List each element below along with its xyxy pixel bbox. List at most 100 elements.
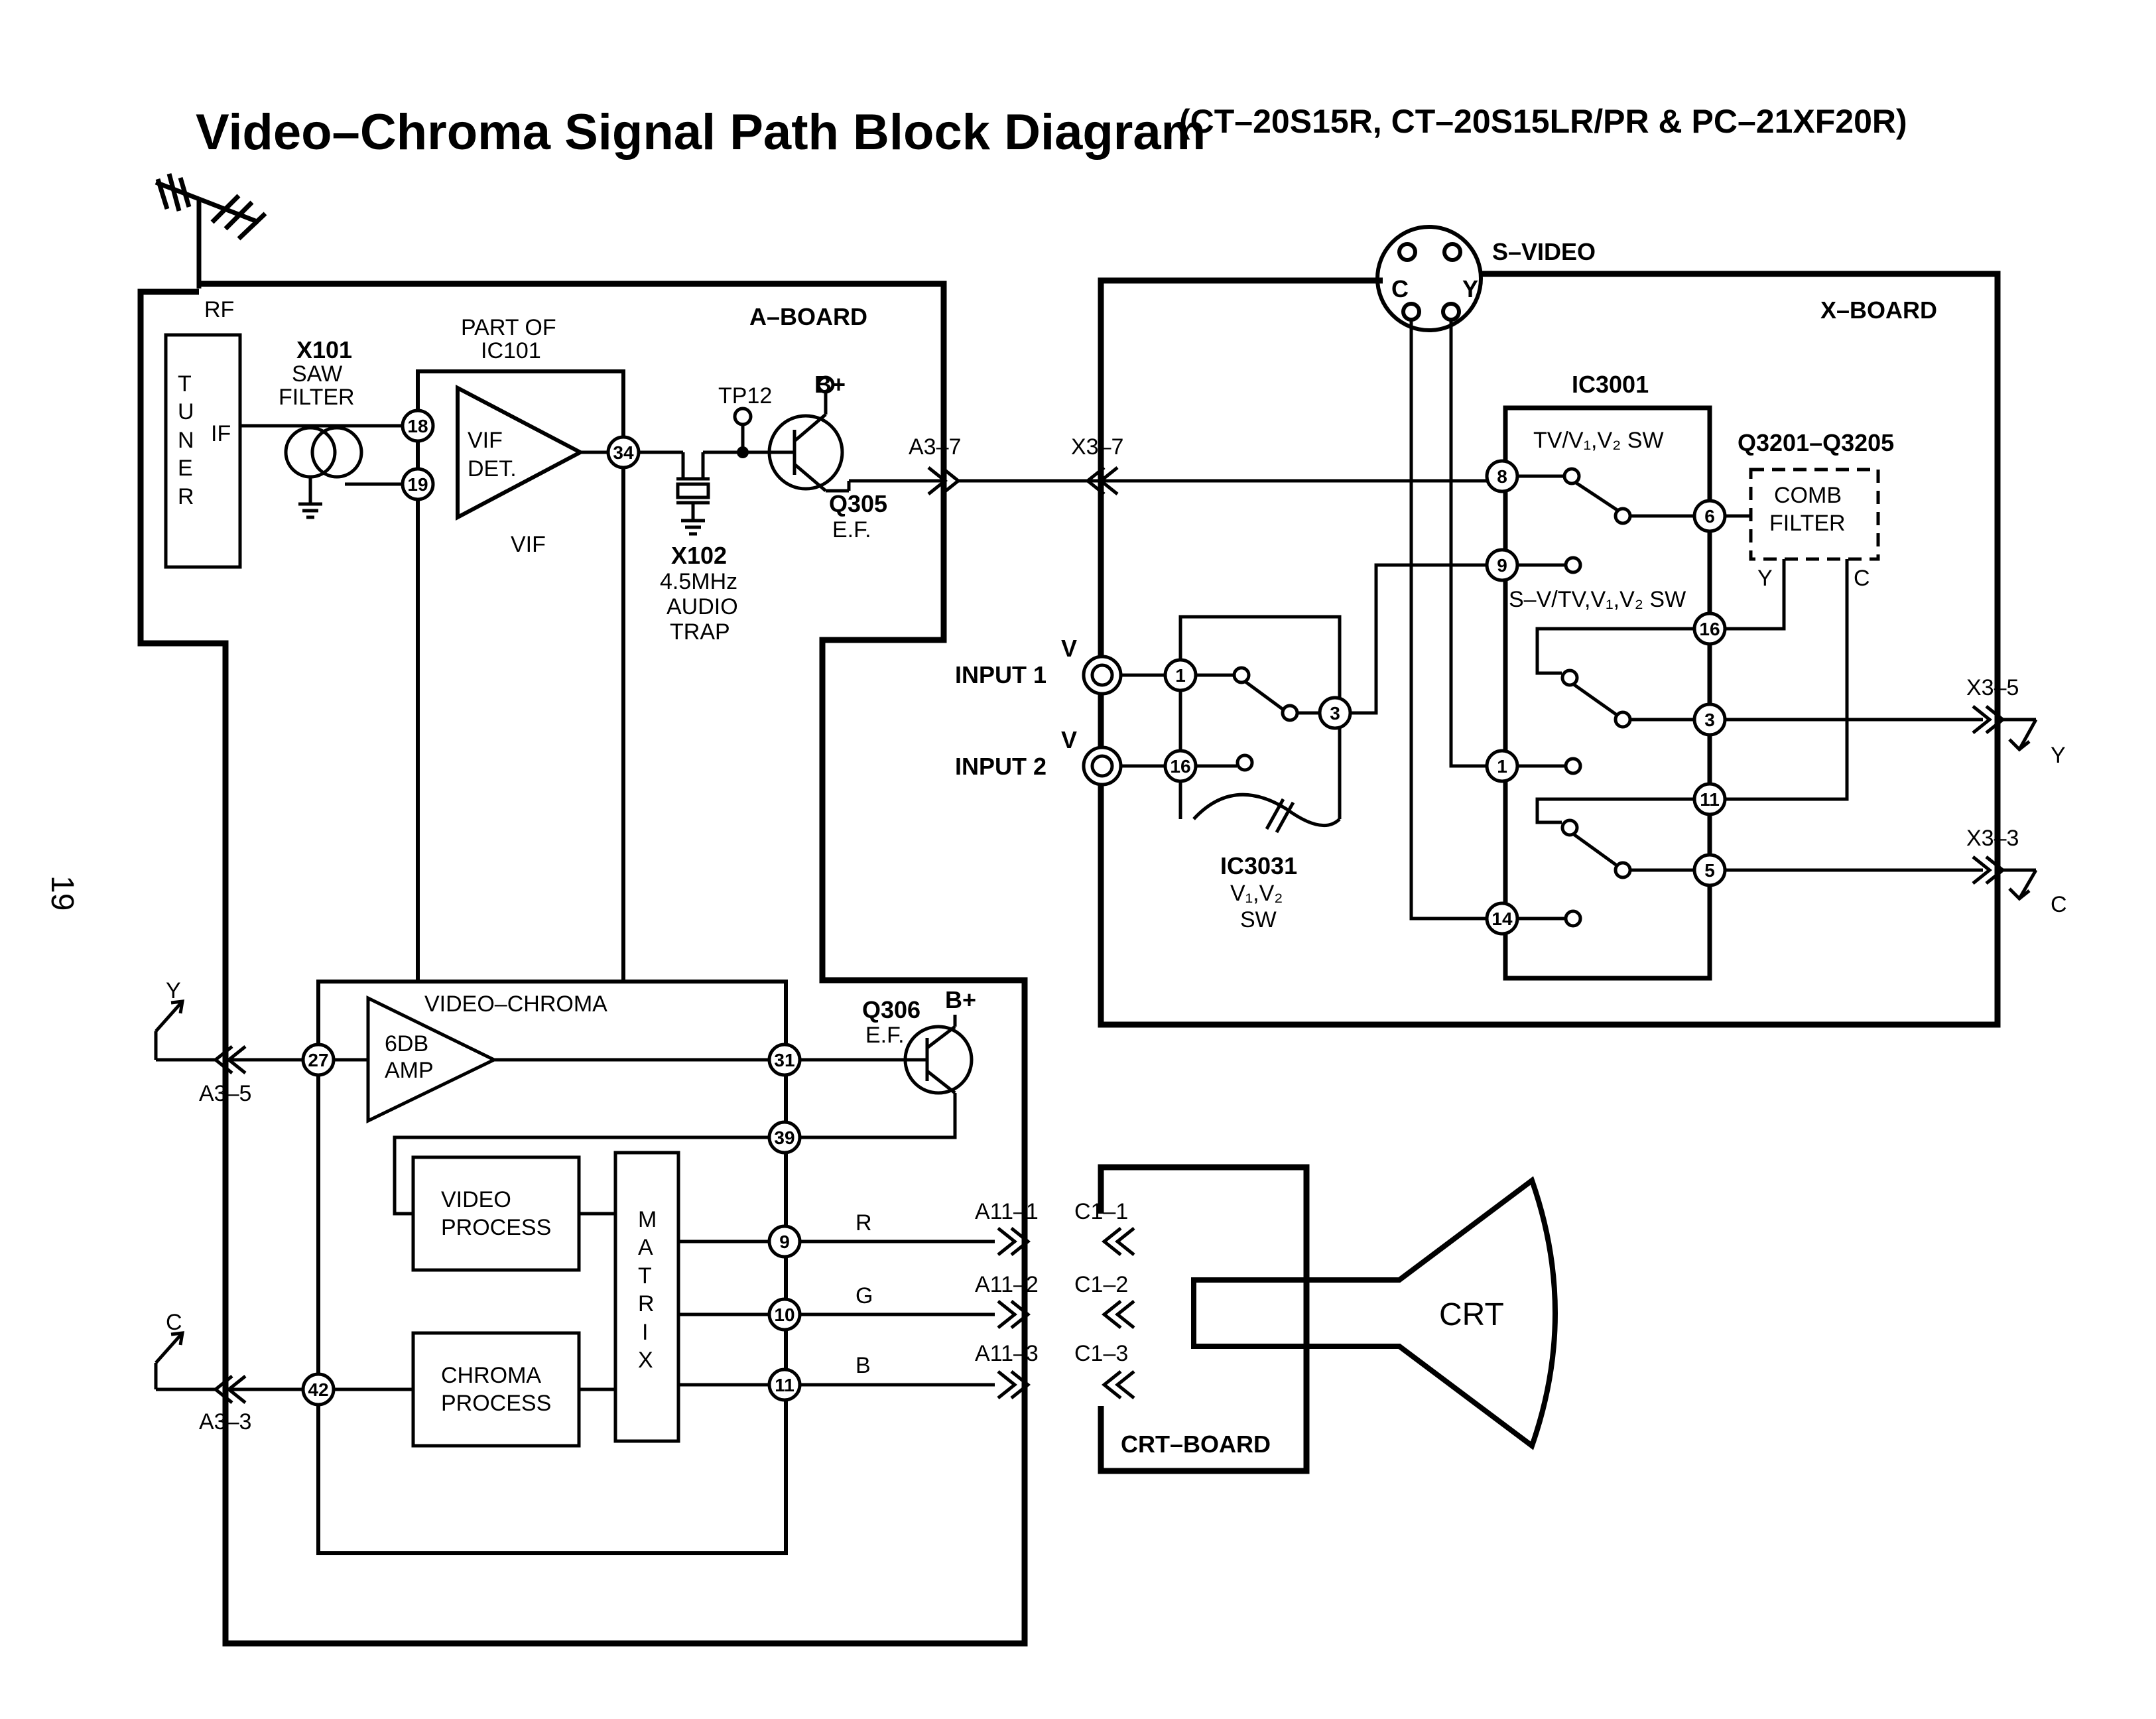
chroma-process-label: CHROMA PROCESS — [441, 1363, 551, 1416]
svg-text:16: 16 — [1699, 619, 1720, 639]
svg-text:E: E — [178, 456, 193, 481]
video-chroma-label: VIDEO–CHROMA — [424, 991, 607, 1017]
svg-text:DET.: DET. — [468, 456, 517, 481]
svg-text:COMB: COMB — [1774, 483, 1842, 508]
svg-text:CHROMA: CHROMA — [441, 1363, 541, 1388]
crt-label: CRT — [1439, 1297, 1504, 1332]
svg-text:1: 1 — [1497, 756, 1507, 777]
pin-18 — [401, 409, 435, 443]
svg-text:E.F.: E.F. — [832, 517, 871, 542]
svg-text:IC3031: IC3031 — [1220, 852, 1297, 879]
q305-bplus: B+ — [814, 371, 846, 398]
svg-text:PART OF: PART OF — [461, 315, 556, 340]
svg-text:A11–3: A11–3 — [975, 1341, 1039, 1366]
crt-board-label: CRT–BOARD — [1121, 1431, 1271, 1458]
q306-transistor-icon — [800, 1015, 974, 1139]
rgb-connectors — [997, 1227, 1135, 1399]
s-video-label: S–VIDEO — [1492, 238, 1596, 265]
q306-bplus: B+ — [945, 986, 976, 1013]
comb-filter-label: Q3201–Q3205 COMB FILTER — [1738, 429, 1894, 536]
tp12-label: TP12 — [718, 383, 772, 409]
conn-x3-7: X3–7 — [1071, 434, 1123, 460]
ic3031-pin-16 — [1163, 749, 1198, 783]
svg-text:3: 3 — [1704, 710, 1715, 730]
vc-pin-11 — [767, 1368, 802, 1402]
svg-text:Q306: Q306 — [862, 996, 920, 1023]
svg-text:8: 8 — [1497, 466, 1507, 487]
svg-text:G: G — [856, 1283, 873, 1308]
video-chroma-outline — [316, 980, 788, 1555]
vif-det-label: VIF DET. — [468, 428, 517, 481]
ic3001-sw2-label: S–V/TV,V₁,V₂ SW — [1509, 587, 1686, 612]
x-out-c: C — [2051, 892, 2067, 917]
svg-text:31: 31 — [774, 1050, 794, 1070]
tp12-junction — [737, 446, 749, 458]
svg-text:FILTER: FILTER — [1769, 511, 1846, 536]
conn-x3-5: X3–5 — [1966, 675, 2019, 700]
vc-pin-31 — [767, 1043, 802, 1077]
ic3031-pin-labels: 1 16 3 — [1170, 665, 1340, 777]
svg-text:6DB: 6DB — [385, 1031, 428, 1056]
svg-text:X101: X101 — [296, 336, 352, 363]
ic101-label: PART OF IC101 — [461, 315, 556, 363]
ic101-outline — [416, 369, 625, 982]
svg-text:16: 16 — [1170, 756, 1190, 777]
a-board-label: A–BOARD — [749, 303, 867, 330]
svg-text:T: T — [638, 1263, 652, 1289]
svg-text:TRAP: TRAP — [670, 619, 730, 645]
conn-a3-7: A3–7 — [909, 434, 961, 460]
svg-text:PROCESS: PROCESS — [441, 1215, 551, 1240]
svg-text:39: 39 — [774, 1127, 794, 1148]
svg-text:A11–2: A11–2 — [975, 1272, 1039, 1297]
saw-filter-label: X101 SAW FILTER — [279, 336, 355, 410]
vc-pin-10 — [767, 1297, 802, 1332]
svg-text:X102: X102 — [671, 542, 727, 569]
ic3031-pin-3 — [1318, 696, 1352, 730]
diagram-title: Video–Chroma Signal Path Block Diagram — [196, 104, 1206, 160]
vif-det-amp — [456, 385, 585, 521]
svg-text:Q3201–Q3205: Q3201–Q3205 — [1738, 429, 1894, 456]
svg-text:FILTER: FILTER — [279, 385, 355, 410]
svg-text:T: T — [178, 371, 192, 397]
svg-text:VIF: VIF — [468, 428, 503, 453]
ic3001-outline — [1503, 405, 1712, 981]
vc-pin-labels: 27 42 31 39 9 10 11 — [308, 1050, 794, 1400]
video-process-box — [411, 1155, 581, 1272]
ic3031-outline — [1178, 615, 1342, 819]
6db-amp-label: 6DB AMP — [385, 1031, 434, 1083]
vc-pin-9 — [767, 1224, 802, 1259]
svg-text:14: 14 — [1491, 909, 1513, 929]
matrix-box — [613, 1151, 680, 1443]
s-video-connector-icon — [1375, 225, 1483, 332]
input-1-v: V — [1061, 635, 1077, 662]
conn-x3-3: X3–3 — [1966, 826, 2019, 851]
svg-text:9: 9 — [779, 1232, 790, 1252]
svg-text:I: I — [642, 1320, 648, 1345]
svideo-pin-y: Y — [1462, 275, 1478, 302]
svg-text:VIDEO: VIDEO — [441, 1187, 511, 1212]
pin-19-label: 19 — [407, 474, 428, 495]
svg-text:C1–3: C1–3 — [1074, 1341, 1128, 1366]
saw-filter-icon — [240, 424, 418, 519]
comb-out-y: Y — [1757, 566, 1773, 591]
tp12-point — [733, 407, 753, 426]
svg-text:U: U — [178, 399, 194, 424]
vc-in-c: C — [166, 1310, 182, 1335]
svg-text:6: 6 — [1704, 506, 1715, 527]
a-board-outline — [137, 281, 1028, 1647]
svg-text:A: A — [638, 1235, 653, 1260]
svg-text:5: 5 — [1704, 860, 1715, 881]
ic3031-pin-1 — [1163, 658, 1198, 692]
pin-18-label: 18 — [407, 416, 428, 436]
pin-19 — [401, 467, 435, 501]
video-process-label: VIDEO PROCESS — [441, 1187, 551, 1240]
svg-text:X: X — [638, 1348, 653, 1373]
chroma-process-box — [411, 1331, 581, 1448]
svg-text:10: 10 — [774, 1305, 794, 1325]
svg-text:M: M — [638, 1207, 657, 1232]
svg-text:42: 42 — [308, 1379, 328, 1400]
rf-label: RF — [204, 297, 234, 322]
svg-text:B: B — [856, 1353, 871, 1378]
svg-text:9: 9 — [1497, 555, 1507, 576]
